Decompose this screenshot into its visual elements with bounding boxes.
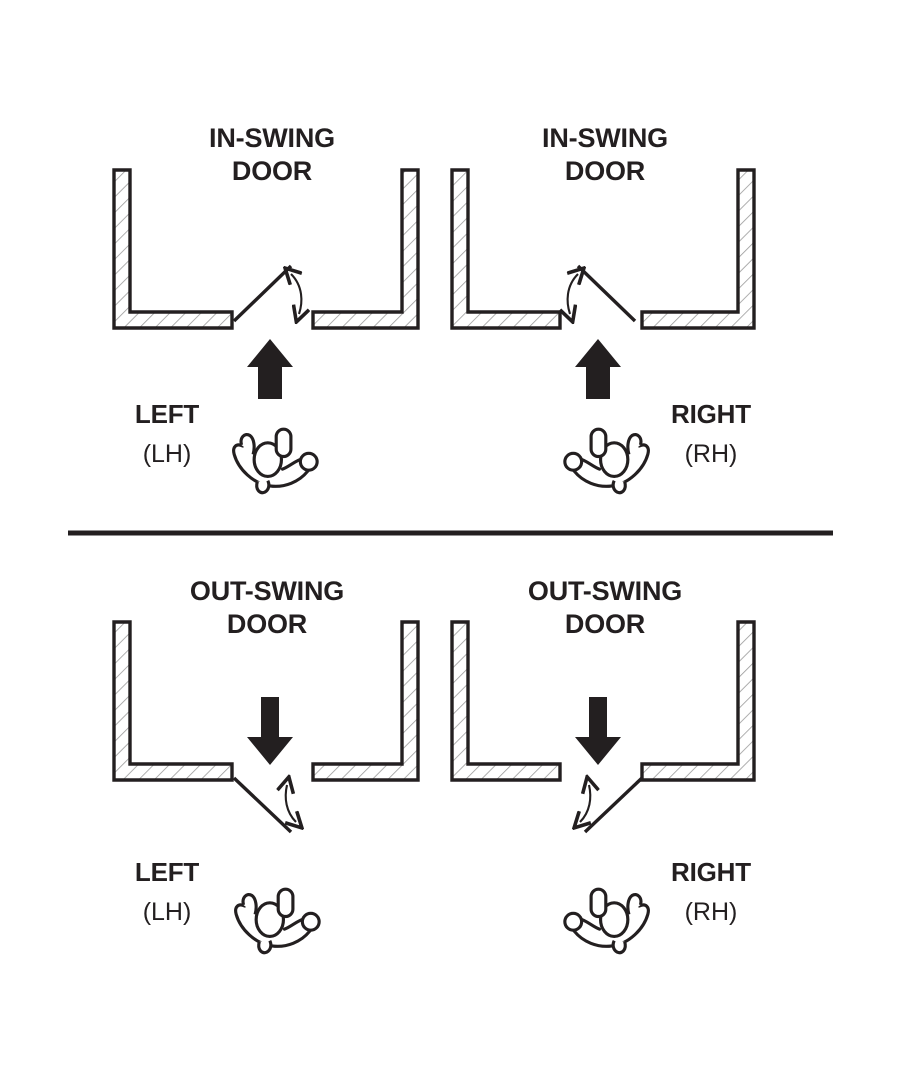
wall-jamb-left bbox=[450, 620, 562, 782]
hand-label-out-swing-left: LEFT (LH) bbox=[97, 852, 237, 932]
hand-label-text: RIGHT bbox=[671, 399, 751, 429]
hand-abbr-text: (LH) bbox=[142, 440, 192, 468]
wall-jamb-left bbox=[112, 168, 234, 330]
hand-abbr-text: (RH) bbox=[684, 898, 738, 926]
panel-title-line1: OUT-SWING bbox=[189, 576, 345, 606]
hand-abbr-text: (RH) bbox=[684, 440, 738, 468]
hand-label-text: LEFT bbox=[134, 399, 200, 429]
panel-title-in-swing-right: IN-SWING DOOR bbox=[455, 122, 755, 188]
panel-title-line1: IN-SWING bbox=[209, 123, 335, 153]
approach-arrow-down bbox=[247, 697, 293, 765]
swing-arc-arrow bbox=[580, 785, 590, 822]
hand-label-in-swing-right: RIGHT (RH) bbox=[641, 394, 781, 474]
panel-title-out-swing-right: OUT-SWING DOOR bbox=[455, 575, 755, 641]
door-leaf bbox=[232, 264, 293, 323]
left-hand-icon bbox=[232, 427, 319, 495]
swing-arc-arrow bbox=[286, 785, 296, 822]
approach-arrow-up bbox=[575, 339, 621, 399]
hand-label-text: LEFT bbox=[134, 857, 200, 887]
door-leaf bbox=[576, 264, 637, 323]
door-leaf bbox=[232, 776, 293, 834]
wall-jamb-right bbox=[311, 168, 420, 330]
hand-abbr-text: (LH) bbox=[142, 898, 192, 926]
panel-title-line2: DOOR bbox=[564, 609, 646, 639]
swing-arc-arrow bbox=[291, 274, 301, 314]
panel-title-line1: OUT-SWING bbox=[527, 576, 683, 606]
left-hand-icon bbox=[234, 887, 321, 955]
panel-title-line2: DOOR bbox=[231, 156, 313, 186]
wall-jamb-left bbox=[112, 620, 234, 782]
panel-title-line2: DOOR bbox=[226, 609, 308, 639]
swing-arc-arrow bbox=[568, 274, 578, 314]
wall-jamb-right bbox=[311, 620, 420, 782]
door-leaf bbox=[583, 776, 644, 834]
panel-title-in-swing-left: IN-SWING DOOR bbox=[122, 122, 422, 188]
hand-label-out-swing-right: RIGHT (RH) bbox=[641, 852, 781, 932]
panel-title-out-swing-left: OUT-SWING DOOR bbox=[117, 575, 417, 641]
wall-jamb-right bbox=[640, 620, 756, 782]
panel-title-line2: DOOR bbox=[564, 156, 646, 186]
hand-label-text: RIGHT bbox=[671, 857, 751, 887]
wall-jamb-left bbox=[450, 168, 562, 330]
approach-arrow-up bbox=[247, 339, 293, 399]
approach-arrow-down bbox=[575, 697, 621, 765]
right-hand-icon bbox=[563, 427, 650, 495]
panel-title-line1: IN-SWING bbox=[542, 123, 668, 153]
wall-jamb-right bbox=[640, 168, 756, 330]
right-hand-icon bbox=[563, 887, 650, 955]
hand-label-in-swing-left: LEFT (LH) bbox=[97, 394, 237, 474]
